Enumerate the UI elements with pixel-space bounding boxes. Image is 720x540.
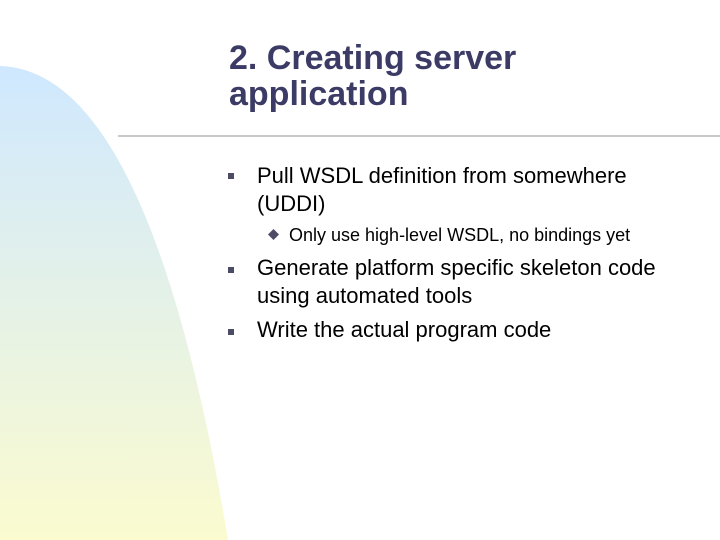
title-line-2: application bbox=[229, 75, 409, 113]
bullet-item-3: Write the actual program code bbox=[257, 316, 707, 344]
bullet-item-1: Pull WSDL definition from somewhere (UDD… bbox=[257, 162, 707, 218]
bullet-2-line-1: Generate platform specific skeleton code bbox=[257, 255, 656, 280]
bullet-3-line-1: Write the actual program code bbox=[257, 317, 552, 342]
slide-title: 2. Creating server application bbox=[229, 40, 699, 112]
square-bullet-icon bbox=[228, 173, 234, 179]
title-divider bbox=[118, 135, 720, 137]
bullet-item-2: Generate platform specific skeleton code… bbox=[257, 254, 707, 310]
title-line-1: 2. Creating server bbox=[229, 39, 517, 77]
square-bullet-icon bbox=[228, 267, 234, 273]
bullet-1-line-2: (UDDI) bbox=[257, 191, 326, 216]
square-bullet-icon bbox=[228, 329, 234, 335]
bullet-2-line-2: using automated tools bbox=[257, 283, 473, 308]
bullet-1-line-1: Pull WSDL definition from somewhere bbox=[257, 163, 627, 188]
diamond-bullet-icon bbox=[268, 229, 279, 240]
sub-bullet-item-1: Only use high-level WSDL, no bindings ye… bbox=[289, 225, 631, 245]
